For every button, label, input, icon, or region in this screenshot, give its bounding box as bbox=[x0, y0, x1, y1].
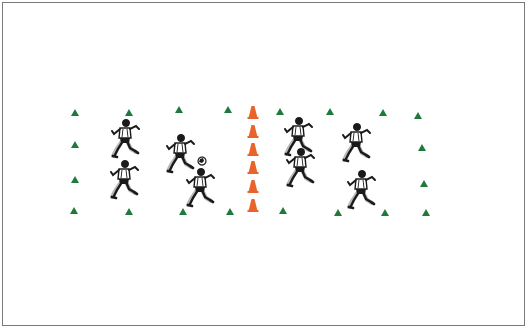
orange-tall-cone bbox=[248, 199, 259, 212]
soccer-player-icon bbox=[167, 134, 194, 172]
soccer-player-icon bbox=[187, 168, 214, 206]
green-marker-cone bbox=[71, 176, 79, 183]
green-marker-cone bbox=[334, 209, 342, 216]
right-team-players bbox=[285, 117, 375, 208]
center-line-cones bbox=[248, 106, 259, 212]
soccer-player-icon bbox=[287, 148, 314, 186]
soccer-player-icon bbox=[111, 160, 138, 198]
green-marker-cone bbox=[418, 144, 426, 151]
orange-tall-cone bbox=[248, 125, 259, 138]
green-marker-cone bbox=[422, 209, 430, 216]
green-marker-cone bbox=[125, 109, 133, 116]
green-marker-cone bbox=[70, 207, 78, 214]
green-marker-cone bbox=[326, 108, 334, 115]
soccer-ball-icon bbox=[198, 157, 206, 165]
soccer-player-icon bbox=[112, 119, 139, 157]
green-marker-cone bbox=[379, 109, 387, 116]
soccer-player-icon bbox=[348, 170, 375, 208]
green-marker-cone bbox=[420, 180, 428, 187]
green-marker-cone bbox=[175, 106, 183, 113]
green-marker-cone bbox=[226, 208, 234, 215]
green-marker-cone bbox=[224, 106, 232, 113]
green-marker-cone bbox=[71, 141, 79, 148]
green-marker-cone bbox=[179, 208, 187, 215]
orange-tall-cone bbox=[248, 106, 259, 119]
orange-tall-cone bbox=[248, 161, 259, 174]
green-marker-cone bbox=[276, 108, 284, 115]
green-marker-cone bbox=[414, 112, 422, 119]
green-marker-cone bbox=[71, 109, 79, 116]
orange-tall-cone bbox=[248, 143, 259, 156]
green-marker-cone bbox=[125, 208, 133, 215]
green-marker-cone bbox=[381, 209, 389, 216]
orange-tall-cone bbox=[248, 180, 259, 193]
green-marker-cone bbox=[279, 207, 287, 214]
soccer-player-icon bbox=[343, 123, 370, 161]
